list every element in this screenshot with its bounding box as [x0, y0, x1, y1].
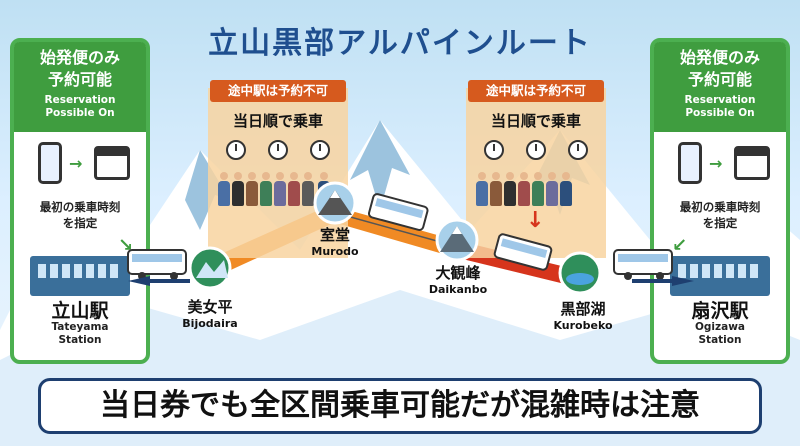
- reservation-en-line2: Possible On: [685, 107, 755, 119]
- station-jp: 美女平: [187, 298, 233, 316]
- queue-person-icon: [288, 172, 300, 206]
- queue-person-icon: [476, 172, 488, 206]
- station-label-bijodaira: 美女平 Bijodaira: [180, 296, 240, 330]
- station-jp: 黒部湖: [560, 300, 606, 318]
- queue-person-icon: [260, 172, 272, 206]
- station-name-en: Tateyama Station: [14, 321, 146, 347]
- queue-title: 当日順で乗車: [232, 112, 323, 130]
- lake-icon: [558, 251, 602, 295]
- booking-note-line1: 最初の乗車時刻: [679, 200, 761, 214]
- station-name-jp: 立山駅: [51, 300, 109, 322]
- queue-person-icon: [546, 172, 558, 206]
- station-en-line1: Tateyama: [51, 321, 109, 333]
- queue-person-icon: [246, 172, 258, 206]
- booking-note: 最初の乗車時刻 を指定: [14, 199, 146, 231]
- queue-title: 当日順で乗車: [490, 112, 581, 130]
- clock-icon: [226, 140, 246, 160]
- booking-icons: →: [14, 142, 146, 192]
- arrow-icon: →: [709, 154, 723, 173]
- calendar-icon: [94, 146, 130, 180]
- clock-icon: [310, 140, 330, 160]
- station-building-icon: [30, 256, 130, 296]
- station-en: Kurobeko: [553, 319, 613, 332]
- reservation-jp-line1: 始発便のみ: [39, 48, 120, 67]
- arrow-icon: [632, 276, 694, 286]
- station-label-kurobeko: 黒部湖 Kurobeko: [545, 298, 621, 332]
- bus-icon: [613, 249, 673, 280]
- queue-person-icon: [274, 172, 286, 206]
- arrow-icon: ↙: [672, 235, 688, 256]
- station-name-jp: 扇沢駅: [691, 300, 749, 322]
- ropeway-icon: [493, 233, 553, 271]
- booking-note-line2: を指定: [62, 216, 98, 230]
- reservation-en-line2: Possible On: [45, 107, 115, 119]
- reservation-en-line1: Reservation: [44, 94, 116, 106]
- reservation-header: 始発便のみ 予約可能 Reservation Possible On: [654, 42, 786, 132]
- station-label-murodo: 室堂 Murodo: [305, 224, 365, 258]
- queue-person-icon: [504, 172, 516, 206]
- station-en-line1: Ogizawa: [694, 321, 746, 333]
- booking-icons: →: [654, 142, 786, 192]
- queue-person-icon: [532, 172, 544, 206]
- queue-person-icon: [232, 172, 244, 206]
- station-label-daikanbo: 大観峰 Daikanbo: [420, 262, 496, 296]
- queue-box-right: 途中駅は予約不可 当日順で乗車 ↓: [466, 80, 606, 258]
- station-en: Daikanbo: [428, 283, 488, 296]
- clock-icon: [568, 140, 588, 160]
- no-reservation-tag: 途中駅は予約不可: [468, 80, 604, 102]
- mountain-icon: [313, 181, 357, 225]
- no-reservation-tag: 途中駅は予約不可: [210, 80, 346, 102]
- clock-icon: [268, 140, 288, 160]
- station-building-icon: [670, 256, 770, 296]
- clock-icon: [526, 140, 546, 160]
- station-en: Bijodaira: [182, 317, 238, 330]
- down-arrow-icon: ↓: [526, 208, 545, 233]
- mountain-icon: [188, 246, 232, 290]
- booking-note-line1: 最初の乗車時刻: [39, 200, 121, 214]
- clock-icon: [484, 140, 504, 160]
- arrow-icon: →: [69, 154, 83, 173]
- station-en-line2: Station: [58, 334, 102, 346]
- bus-icon: [127, 249, 187, 280]
- left-reservation-panel: 始発便のみ 予約可能 Reservation Possible On → 最初の…: [10, 38, 150, 364]
- calendar-icon: [734, 146, 770, 180]
- station-jp: 室堂: [319, 226, 350, 244]
- right-reservation-panel: 始発便のみ 予約可能 Reservation Possible On → 最初の…: [650, 38, 790, 364]
- caution-banner: 当日券でも全区間乗車可能だが混雑時は注意: [38, 378, 762, 434]
- reservation-en-line1: Reservation: [684, 94, 756, 106]
- mountain-icon: [435, 218, 479, 262]
- reservation-jp-line2: 予約可能: [47, 70, 112, 89]
- station-name-en: Ogizawa Station: [654, 321, 786, 347]
- reservation-jp-line2: 予約可能: [687, 70, 752, 89]
- station-jp: 大観峰: [435, 264, 481, 282]
- queue-person-icon: [490, 172, 502, 206]
- page-title: 立山黒部アルパインルート: [208, 26, 592, 61]
- queue-person-icon: [218, 172, 230, 206]
- reservation-header: 始発便のみ 予約可能 Reservation Possible On: [14, 42, 146, 132]
- queue-person-icon: [518, 172, 530, 206]
- smartphone-icon: [678, 142, 702, 184]
- queue-box-left: 途中駅は予約不可 当日順で乗車: [208, 80, 348, 258]
- smartphone-icon: [38, 142, 62, 184]
- station-en: Murodo: [311, 245, 359, 258]
- reservation-jp-line1: 始発便のみ: [679, 48, 760, 67]
- booking-note-line2: を指定: [702, 216, 738, 230]
- queue-person-icon: [560, 172, 572, 206]
- arrow-icon: [128, 276, 190, 286]
- booking-note: 最初の乗車時刻 を指定: [654, 199, 786, 231]
- queue-person-icon: [302, 172, 314, 206]
- trolleybus-icon: [368, 193, 429, 231]
- station-en-line2: Station: [698, 334, 742, 346]
